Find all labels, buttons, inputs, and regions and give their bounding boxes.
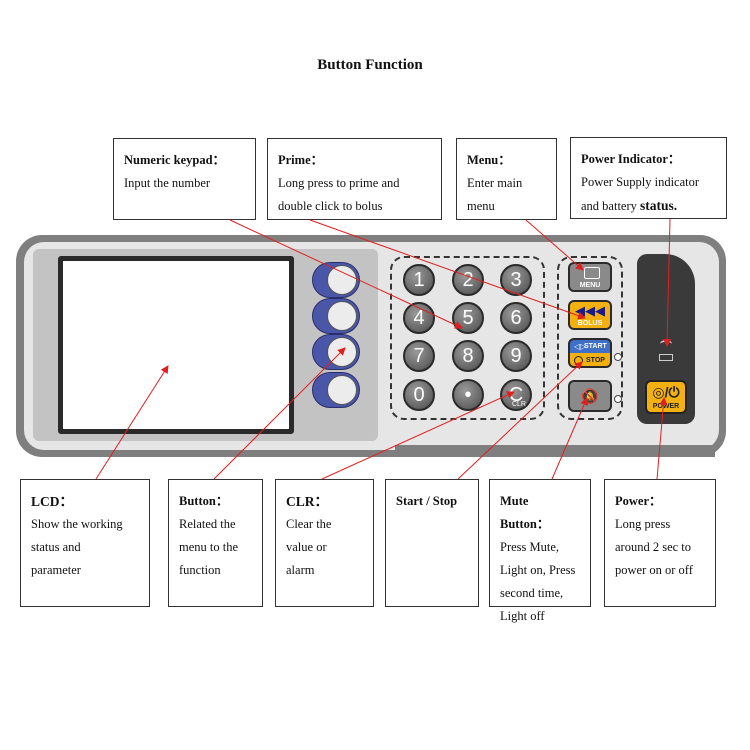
callout-text: Press Mute, Light on, Press second time,… — [500, 540, 576, 623]
callout-mute: Mute Button： Press Mute, Light on, Press… — [489, 479, 591, 623]
callout-text: Long press to prime and double click to … — [278, 176, 400, 213]
key-5[interactable]: 5 — [452, 302, 484, 334]
callout-text: Input the number — [124, 176, 211, 190]
callout-heading: Numeric keypad： — [124, 153, 226, 167]
key-9[interactable]: 9 — [500, 340, 532, 372]
callout-menu: Menu： Enter main menu — [456, 138, 557, 220]
menu-soft-button-3[interactable] — [312, 334, 360, 370]
mute-icon: 🔕 — [581, 388, 599, 404]
callout-text-wrap: Power Supply indicator and battery statu… — [581, 171, 716, 218]
rewind-icon: ◀◀◀ — [575, 303, 605, 318]
callout-text: Clear the value or alarm — [286, 517, 332, 577]
callout-prime: Prime： Long press to prime and double cl… — [267, 138, 442, 220]
power-key[interactable]: ◎/⏻ POWER — [645, 380, 687, 414]
callout-text: Power Supply indicator and battery — [581, 175, 700, 213]
mute-key[interactable]: 🔕 — [568, 380, 612, 412]
key-dot[interactable]: • — [452, 379, 484, 411]
menu-key-label: MENU — [579, 282, 601, 289]
clr-key-sublabel: CLR — [511, 401, 526, 408]
key-6[interactable]: 6 — [500, 302, 532, 334]
power-supply-indicator-icon — [660, 340, 672, 348]
callout-start-stop: Start / Stop — [385, 479, 479, 607]
soft-button-cap — [327, 375, 357, 405]
callout-heading: Power： — [615, 494, 662, 508]
key-7[interactable]: 7 — [403, 340, 435, 372]
callout-heading: Button： — [179, 494, 229, 508]
key-0[interactable]: 0 — [403, 379, 435, 411]
callout-heading: CLR： — [286, 494, 329, 509]
callout-heading: Power Indicator： — [581, 152, 681, 166]
battery-indicator-icon — [659, 354, 673, 361]
callout-power: Power： Long press around 2 sec to power … — [604, 479, 716, 607]
power-key-label: POWER — [652, 403, 680, 410]
start-stop-key[interactable]: START ◁▷ STOP — [568, 338, 612, 368]
menu-icon — [584, 267, 600, 279]
menu-key[interactable]: MENU — [568, 262, 612, 292]
callout-text: Show the working status and parameter — [31, 517, 123, 577]
lcd-screen — [58, 256, 294, 434]
power-icon: ◎/⏻ — [652, 384, 680, 400]
start-stop-led — [614, 353, 622, 361]
function-key-group — [557, 256, 623, 420]
stop-icon — [574, 356, 583, 365]
bolus-key-label: BOLUS — [577, 320, 603, 327]
menu-soft-button-2[interactable] — [312, 298, 360, 334]
callout-heading: Menu： — [467, 153, 511, 167]
soft-button-cap — [327, 265, 357, 295]
callout-numeric-keypad: Numeric keypad： Input the number — [113, 138, 256, 220]
callout-text: Related the menu to the function — [179, 517, 239, 577]
stop-key-label: STOP — [586, 357, 605, 364]
key-2[interactable]: 2 — [452, 264, 484, 296]
menu-soft-button-1[interactable] — [312, 262, 360, 298]
mute-led — [614, 395, 622, 403]
callout-heading: LCD： — [31, 494, 74, 509]
soft-button-cap — [327, 301, 357, 331]
key-1[interactable]: 1 — [403, 264, 435, 296]
callout-button: Button： Related the menu to the function — [168, 479, 263, 607]
soft-button-cap — [327, 337, 357, 367]
callout-text: Enter main menu — [467, 176, 523, 213]
callout-heading: Mute Button： — [500, 494, 550, 531]
callout-heading: Prime： — [278, 153, 324, 167]
callout-lcd: LCD： Show the working status and paramet… — [20, 479, 150, 607]
device-bottom-bar — [395, 445, 715, 457]
callout-heading: Start / Stop — [396, 494, 458, 508]
callout-text: Long press around 2 sec to power on or o… — [615, 517, 693, 577]
callout-text-strong: status. — [640, 198, 678, 213]
diagram-title: Button Function — [317, 57, 423, 73]
key-3[interactable]: 3 — [500, 264, 532, 296]
start-icon: ◁▷ — [574, 342, 587, 351]
menu-soft-button-4[interactable] — [312, 372, 360, 408]
key-8[interactable]: 8 — [452, 340, 484, 372]
key-4[interactable]: 4 — [403, 302, 435, 334]
start-key-label: START — [584, 343, 607, 350]
callout-clr: CLR： Clear the value or alarm — [275, 479, 374, 607]
callout-power-indicator: Power Indicator： Power Supply indicator … — [570, 137, 727, 219]
bolus-key[interactable]: ◀◀◀ BOLUS — [568, 300, 612, 330]
